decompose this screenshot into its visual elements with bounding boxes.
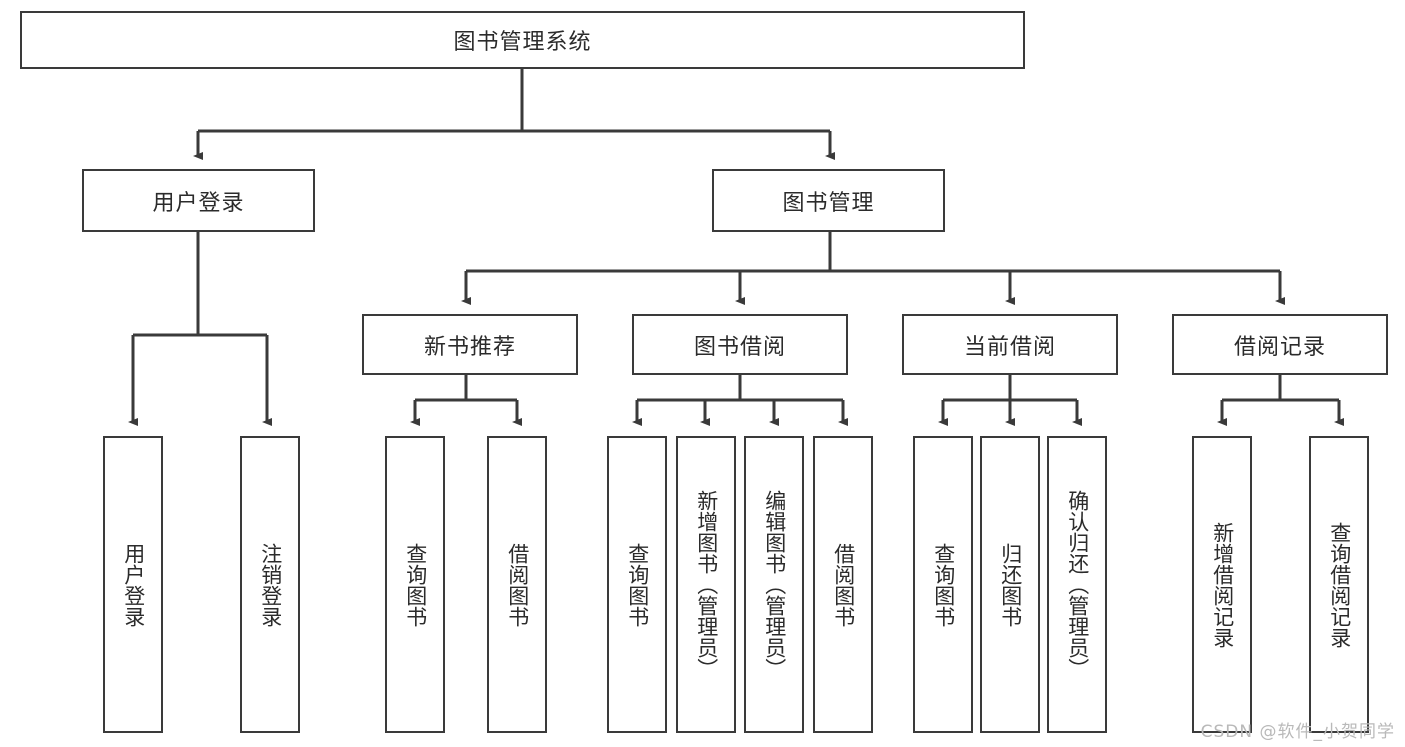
leaf-label: 新增图书（管理员） (694, 490, 719, 679)
node-book-manage[interactable]: 图书管理 (712, 169, 945, 232)
node-leaf-query-book-3[interactable]: 查询图书 (913, 436, 973, 733)
leaf-label: 查询图书 (403, 542, 428, 627)
node-leaf-query-book-2[interactable]: 查询图书 (607, 436, 667, 733)
leaf-label: 新增借阅记录 (1210, 521, 1235, 648)
node-new-book-recommend[interactable]: 新书推荐 (362, 314, 578, 375)
leaf-label: 编辑图书（管理员） (762, 490, 787, 679)
node-leaf-add-book-admin[interactable]: 新增图书（管理员） (676, 436, 736, 733)
leaf-label: 查询图书 (931, 542, 956, 627)
leaf-label: 查询借阅记录 (1327, 521, 1352, 648)
node-leaf-user-login[interactable]: 用户登录 (103, 436, 163, 733)
node-book-borrow[interactable]: 图书借阅 (632, 314, 848, 375)
node-leaf-query-borrow-record[interactable]: 查询借阅记录 (1309, 436, 1369, 733)
node-borrow-record[interactable]: 借阅记录 (1172, 314, 1388, 375)
leaf-label: 查询图书 (625, 542, 650, 627)
node-leaf-edit-book-admin[interactable]: 编辑图书（管理员） (744, 436, 804, 733)
node-leaf-return-book[interactable]: 归还图书 (980, 436, 1040, 733)
watermark-text: CSDN @软件_小贺同学 (1200, 722, 1395, 742)
leaf-label: 用户登录 (121, 542, 146, 627)
node-current-borrow[interactable]: 当前借阅 (902, 314, 1118, 375)
node-user-login[interactable]: 用户登录 (82, 169, 315, 232)
node-leaf-add-borrow-record[interactable]: 新增借阅记录 (1192, 436, 1252, 733)
leaf-label: 借阅图书 (831, 542, 856, 627)
node-leaf-logout-login[interactable]: 注销登录 (240, 436, 300, 733)
node-root-system[interactable]: 图书管理系统 (20, 11, 1025, 69)
node-leaf-confirm-return-admin[interactable]: 确认归还（管理员） (1047, 436, 1107, 733)
leaf-label: 借阅图书 (505, 542, 530, 627)
node-leaf-borrow-book-2[interactable]: 借阅图书 (813, 436, 873, 733)
node-leaf-query-book-1[interactable]: 查询图书 (385, 436, 445, 733)
leaf-label: 归还图书 (998, 542, 1023, 627)
leaf-label: 确认归还（管理员） (1065, 490, 1090, 679)
node-leaf-borrow-book-1[interactable]: 借阅图书 (487, 436, 547, 733)
leaf-label: 注销登录 (258, 542, 283, 627)
